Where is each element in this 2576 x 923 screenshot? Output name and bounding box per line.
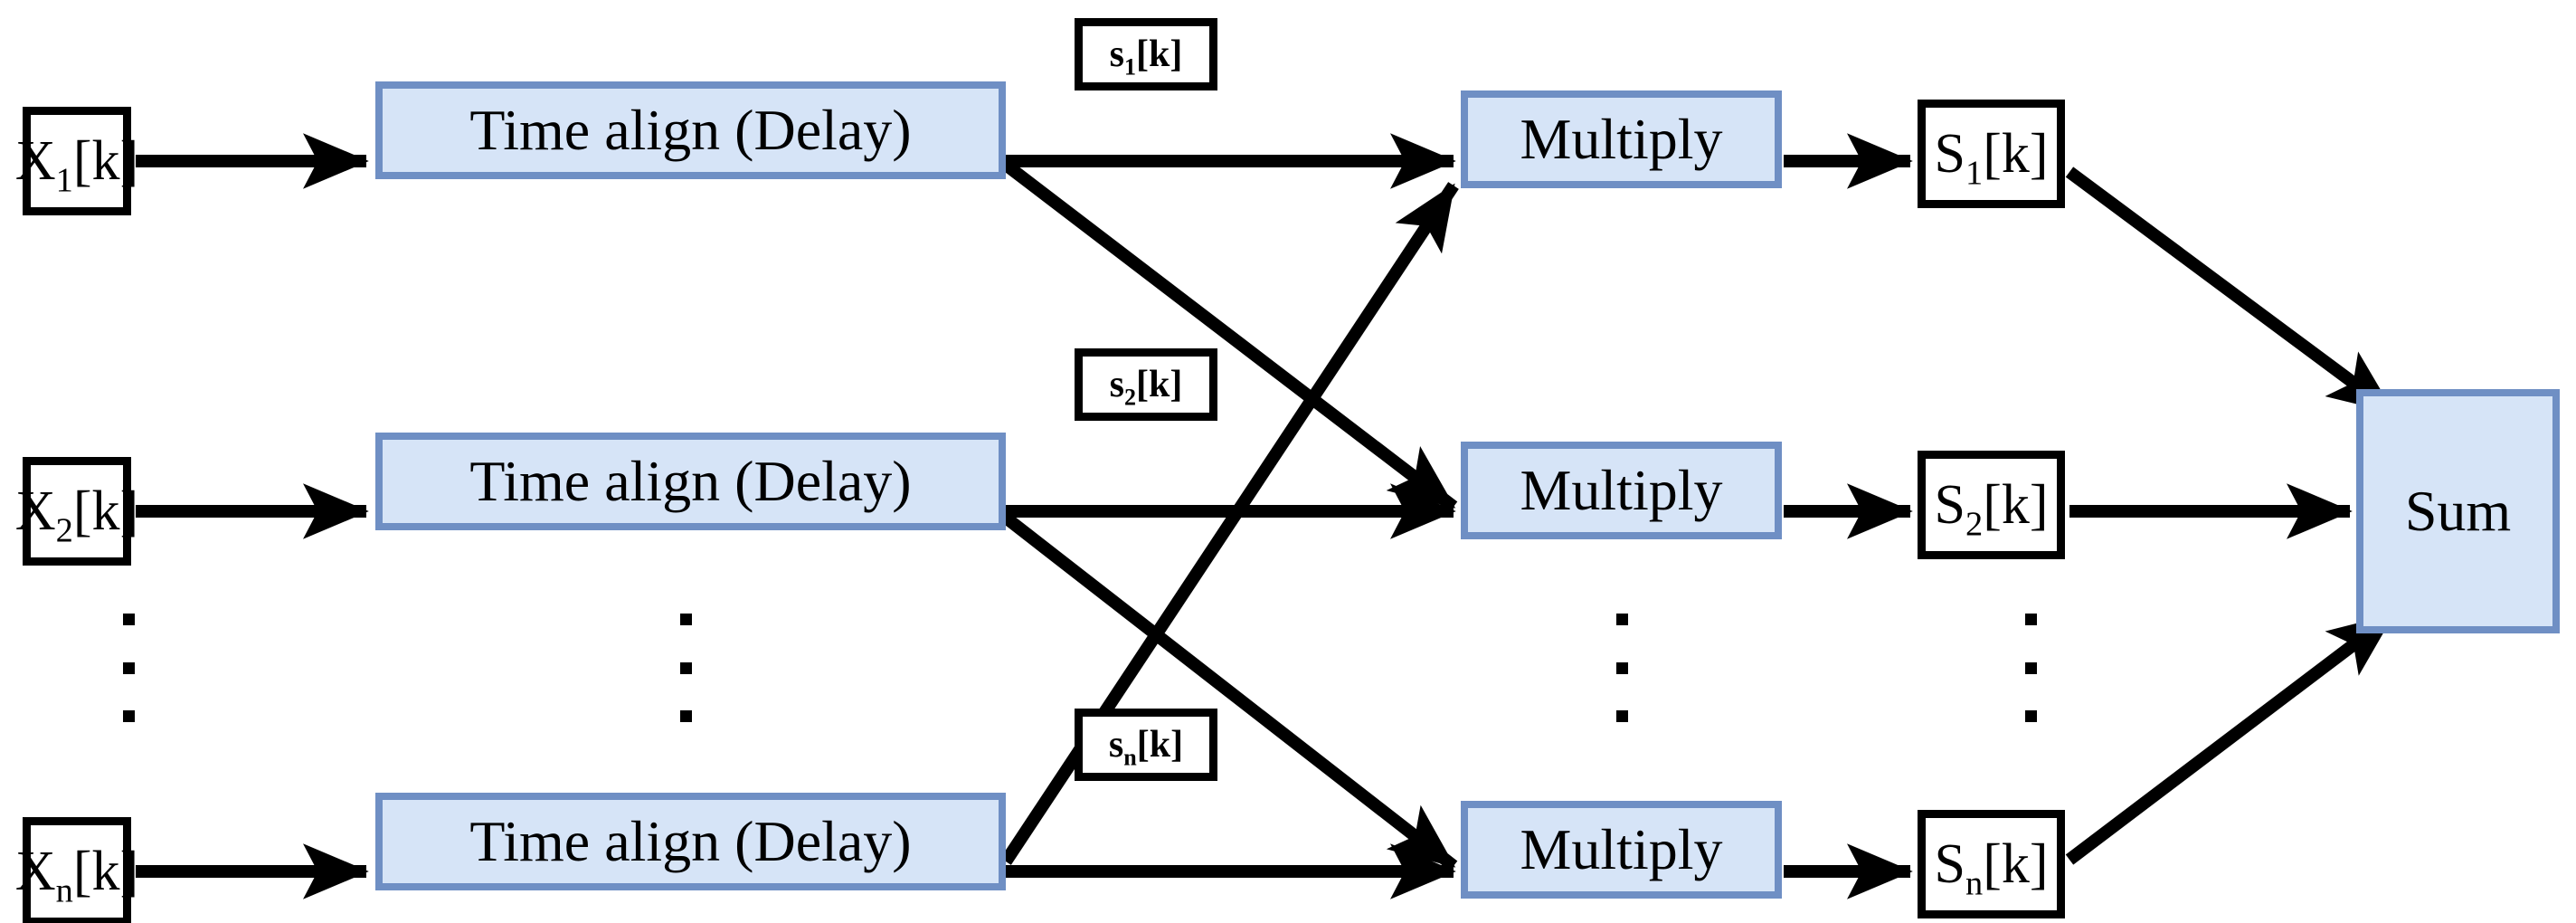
input-label-xn: Xn[k]: [14, 841, 139, 910]
wire-delay1-to-multiply2: [1001, 159, 1458, 512]
output-label-sn: Sn[k]: [1934, 833, 2049, 903]
vertical-ellipsis-icon-outputs: [2025, 614, 2037, 722]
wire-delay2-to-multiplyn: [1001, 512, 1458, 871]
output-label-s2: S2[k]: [1934, 474, 2049, 544]
vertical-ellipsis-icon-inputs: [123, 614, 135, 722]
multiply-block-2-label: Multiply: [1520, 458, 1723, 522]
weight-label-s1: s1[k]: [1109, 33, 1183, 81]
delay-block-2[interactable]: Time align (Delay): [375, 433, 1006, 530]
delay-block-1[interactable]: Time align (Delay): [375, 81, 1006, 179]
input-box-x1[interactable]: X1[k]: [15, 107, 138, 215]
weight-label-sn: sn[k]: [1108, 724, 1184, 771]
delay-block-2-label: Time align (Delay): [469, 449, 912, 513]
multiply-block-n[interactable]: Multiply: [1461, 801, 1782, 899]
output-box-s1[interactable]: S1[k]: [1918, 100, 2065, 208]
delay-block-n[interactable]: Time align (Delay): [375, 793, 1006, 890]
multiply-block-1[interactable]: Multiply: [1461, 90, 1782, 188]
weight-label-box-sn[interactable]: sn[k]: [1075, 709, 1217, 781]
weight-label-box-s1[interactable]: s1[k]: [1075, 18, 1217, 90]
delay-block-n-label: Time align (Delay): [469, 809, 912, 873]
input-label-x1: X1[k]: [14, 130, 139, 200]
wire-delayn-to-multiply1: [1000, 182, 1459, 865]
output-label-s1: S1[k]: [1934, 123, 2049, 193]
vertical-ellipsis-icon-multiply: [1616, 614, 1628, 722]
multiply-block-n-label: Multiply: [1520, 817, 1723, 881]
output-box-sn[interactable]: Sn[k]: [1918, 810, 2065, 918]
output-box-s2[interactable]: S2[k]: [1918, 451, 2065, 559]
wire-sn-to-sum: [2065, 610, 2397, 865]
multiply-block-1-label: Multiply: [1520, 107, 1723, 171]
weight-label-box-s2[interactable]: s2[k]: [1075, 348, 1217, 421]
sum-block-label: Sum: [2404, 479, 2512, 543]
weight-label-s2: s2[k]: [1109, 364, 1183, 411]
sum-block[interactable]: Sum: [2356, 389, 2560, 633]
input-box-xn[interactable]: Xn[k]: [15, 817, 138, 923]
input-label-x2: X2[k]: [14, 481, 139, 550]
multiply-block-2[interactable]: Multiply: [1461, 442, 1782, 539]
vertical-ellipsis-icon-delays: [680, 614, 692, 722]
wire-s1-to-sum: [2065, 167, 2397, 417]
delay-block-1-label: Time align (Delay): [469, 98, 912, 162]
input-box-x2[interactable]: X2[k]: [15, 457, 138, 566]
